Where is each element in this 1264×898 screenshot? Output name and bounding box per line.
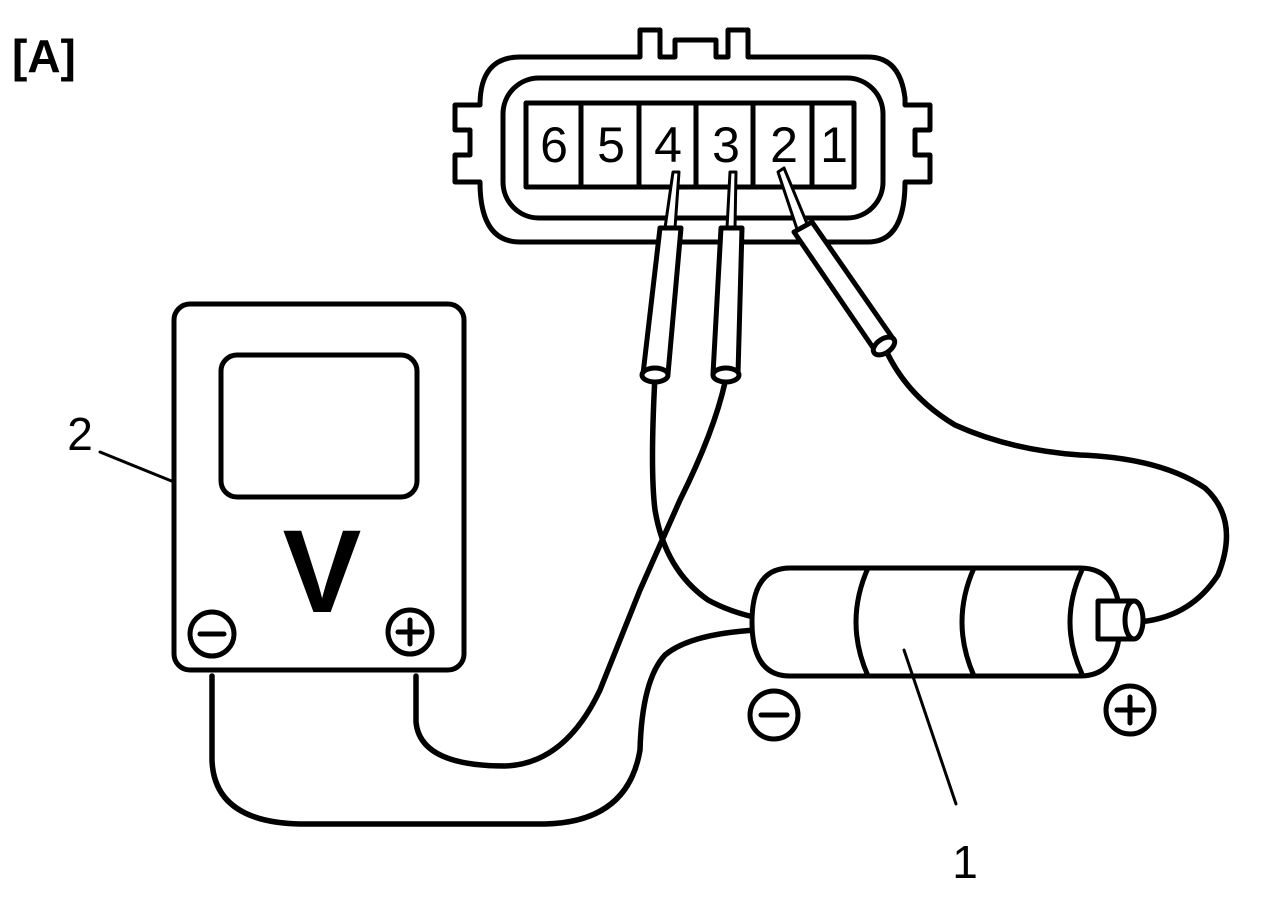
callout-number-2: 2 <box>67 408 93 460</box>
battery-positive-nub-cap <box>1122 598 1146 642</box>
callout-meter: 2 <box>67 408 176 484</box>
meter-minus-terminal-icon <box>187 609 237 659</box>
battery-body <box>749 565 1123 679</box>
callout-battery: 1 <box>902 648 978 888</box>
callout-leader-line <box>98 450 176 484</box>
voltmeter-display <box>218 352 420 500</box>
voltmeter-symbol: V <box>283 506 362 638</box>
wire-meter-positive-to-probe-pin3 <box>413 375 729 769</box>
test-probe-pin4 <box>639 170 684 385</box>
wire-meter-negative-to-battery-negative <box>209 627 759 827</box>
pin-label-6: 6 <box>540 117 568 173</box>
wire-probe-pin4-to-battery-negative <box>649 373 761 621</box>
battery-plus-terminal-icon <box>1103 683 1157 737</box>
figure-label: [A] <box>12 30 76 82</box>
meter-plus-terminal-icon <box>385 607 435 657</box>
battery <box>747 565 1157 742</box>
probe-body <box>710 225 745 377</box>
connector-inner-rim <box>500 75 886 221</box>
pin-label-1: 1 <box>820 117 848 173</box>
battery-band <box>959 565 977 679</box>
wire-probe-pin2-to-battery-positive <box>881 343 1230 625</box>
pin-label-3: 3 <box>712 117 740 173</box>
wires <box>209 343 1230 827</box>
connector: 6 5 4 3 2 1 <box>452 27 933 245</box>
probe-needle <box>725 170 738 230</box>
pin-label-5: 5 <box>597 117 625 173</box>
pin-label-2: 2 <box>770 117 798 173</box>
pin-label-4: 4 <box>654 117 682 173</box>
probe-end <box>710 365 742 385</box>
callout-leader-line <box>902 648 958 806</box>
probe-end <box>639 365 671 385</box>
test-probe-pin2 <box>776 166 898 358</box>
voltmeter: V <box>171 301 467 673</box>
callout-number-1: 1 <box>952 836 978 888</box>
battery-minus-terminal-icon <box>747 688 801 742</box>
probe-body <box>640 225 684 377</box>
battery-band <box>853 565 871 679</box>
battery-band <box>1067 567 1085 677</box>
probe-end <box>870 334 898 358</box>
test-probe-pin3 <box>710 170 745 385</box>
connector-pin-block <box>523 100 857 190</box>
